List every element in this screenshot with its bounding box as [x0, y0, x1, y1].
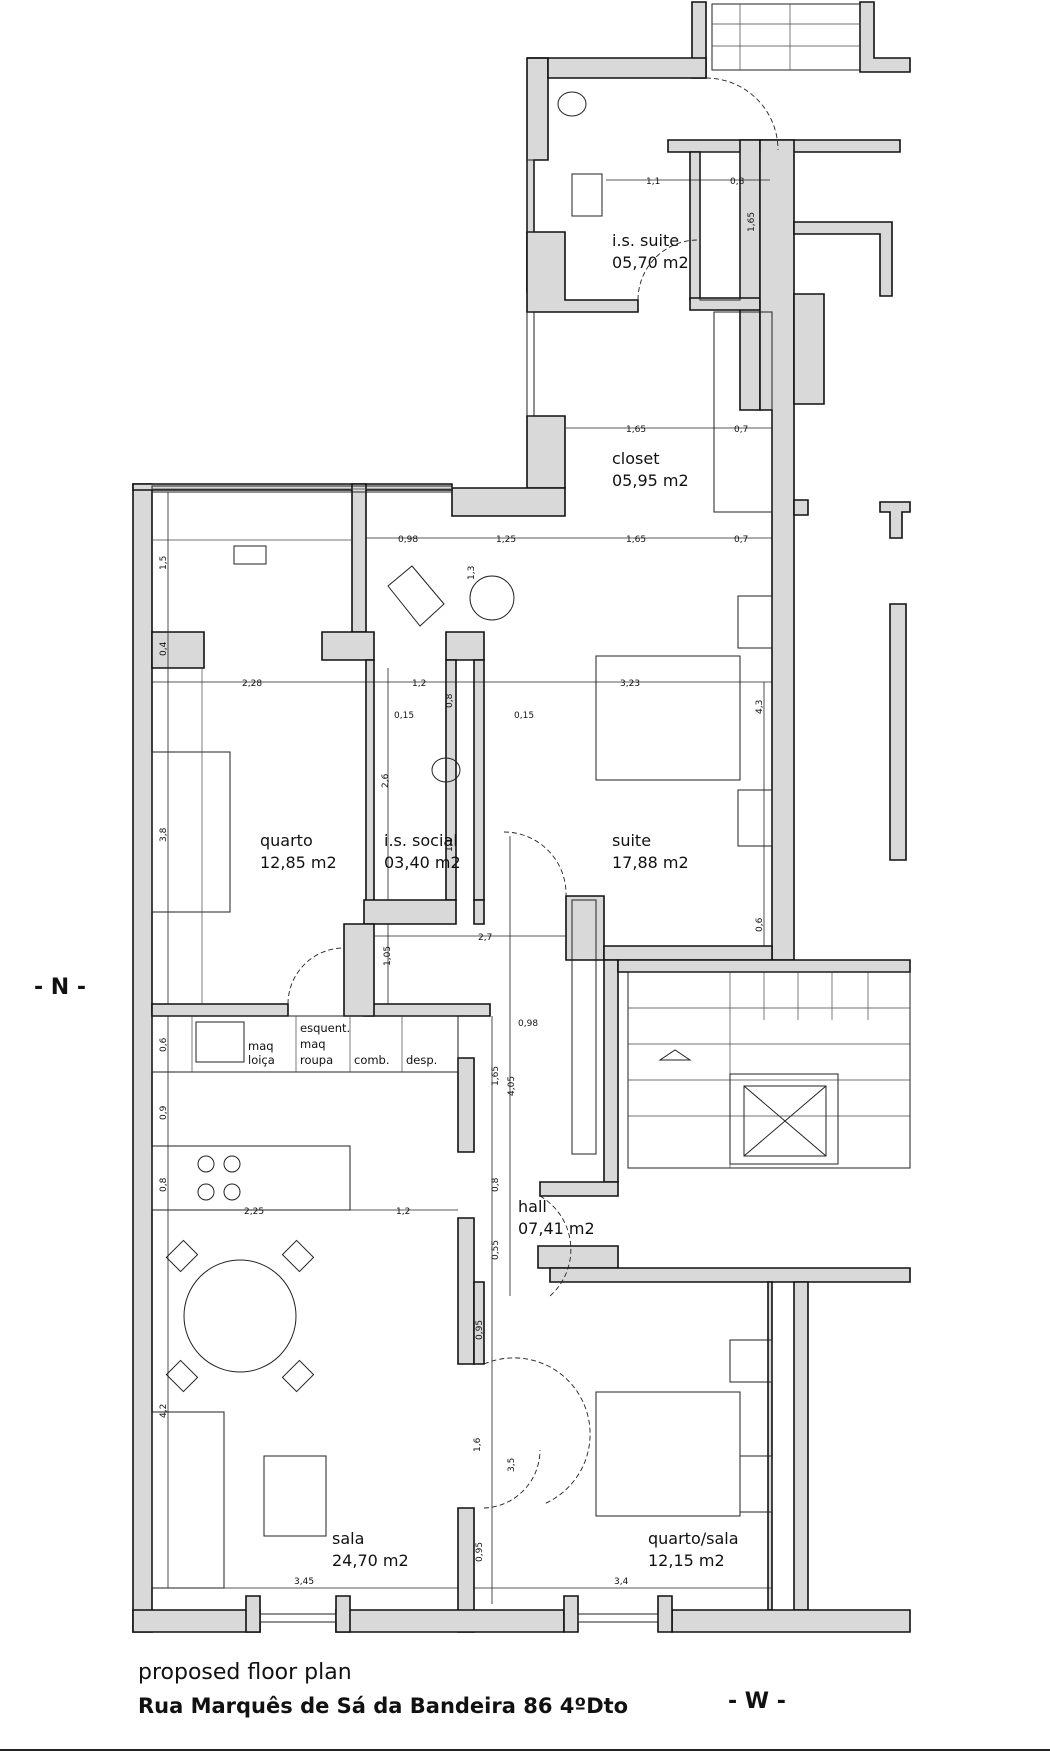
- dim-label: 4,2: [159, 1404, 169, 1418]
- dim-label: 0,6: [755, 917, 765, 932]
- room-name-quarto: quarto: [260, 831, 313, 850]
- dim-label: 0,15: [394, 711, 414, 721]
- room-name-quarto-sala: quarto/sala: [648, 1529, 739, 1548]
- room-area-closet: 05,95 m2: [612, 471, 689, 490]
- dim-label: 3,8: [159, 827, 169, 842]
- fixture-label: comb.: [354, 1053, 390, 1067]
- room-area-quarto-sala: 12,15 m2: [648, 1551, 725, 1570]
- windows: [151, 3, 861, 1623]
- dim-label: 0,98: [518, 1019, 538, 1029]
- dim-label: 0,55: [491, 1240, 501, 1260]
- dim-label: 0,15: [514, 711, 534, 721]
- dim-label: 0,7: [734, 535, 748, 545]
- dim-label: 2,28: [242, 679, 262, 689]
- dim-label: 1,1: [445, 838, 455, 852]
- room-name-is-social: i.s. social: [384, 831, 458, 850]
- dim-label: 0,7: [734, 425, 748, 435]
- dim-label: 1,6: [473, 1437, 483, 1452]
- room-name-closet: closet: [612, 449, 659, 468]
- room-area-hall: 07,41 m2: [518, 1219, 595, 1238]
- fixture-label: loiça: [248, 1053, 275, 1067]
- dim-label: 0,98: [398, 535, 418, 545]
- dim-label: 1,2: [412, 679, 426, 689]
- dim-label: 2,25: [244, 1207, 264, 1217]
- fixture-label: desp.: [406, 1053, 437, 1067]
- dim-label: 3,45: [294, 1577, 314, 1587]
- room-area-is-suite: 05,70 m2: [612, 253, 689, 272]
- dim-label: 1,3: [467, 566, 477, 580]
- room-labels: i.s. suite 05,70 m2 closet 05,95 m2 quar…: [260, 231, 739, 1570]
- door-swings: [287, 77, 779, 1509]
- dim-label: 1,25: [496, 535, 516, 545]
- dim-label: 3,23: [620, 679, 640, 689]
- fixture-label: maq: [300, 1037, 326, 1051]
- room-area-sala: 24,70 m2: [332, 1551, 409, 1570]
- walls: [132, 1, 911, 1633]
- room-name-hall: hall: [518, 1197, 547, 1216]
- north-marker: - N -: [34, 975, 86, 1000]
- plan-title: proposed floor plan: [138, 1660, 352, 1685]
- dimension-labels: 1,1 0,8 1,65 1,65 0,7 0,98 1,25 1,65 0,7…: [159, 177, 765, 1587]
- room-area-suite: 17,88 m2: [612, 853, 689, 872]
- bottom-rule: [0, 1749, 1050, 1751]
- dim-label: 0,8: [491, 1177, 501, 1192]
- fixture-label: maq: [248, 1039, 274, 1053]
- room-area-is-social: 03,40 m2: [384, 853, 461, 872]
- dim-label: 2,7: [478, 933, 492, 943]
- stairwell: [627, 971, 911, 1169]
- dim-label: 3,5: [507, 1458, 517, 1472]
- dim-label: 0,95: [475, 1542, 485, 1562]
- fixture-label: roupa: [300, 1053, 333, 1067]
- kitchen-labels: maq loiça esquent. maq roupa comb. desp.: [248, 1021, 437, 1067]
- fixture-label: esquent.: [300, 1021, 350, 1035]
- dim-label: 0,6: [159, 1037, 169, 1052]
- dim-label: 1,65: [747, 212, 757, 232]
- dim-label: 2,6: [381, 773, 391, 788]
- dim-label: 0,95: [475, 1320, 485, 1340]
- dim-label: 0,8: [730, 177, 745, 187]
- west-marker: - W -: [728, 1689, 786, 1714]
- dim-label: 4,3: [755, 700, 765, 714]
- room-name-sala: sala: [332, 1529, 364, 1548]
- dim-label: 1,1: [646, 177, 660, 187]
- dim-label: 1,05: [383, 946, 393, 966]
- dim-label: 1,65: [626, 535, 646, 545]
- dimension-lines: [152, 152, 772, 1604]
- dim-label: 0,4: [159, 641, 169, 656]
- dim-label: 1,5: [159, 556, 169, 570]
- dim-label: 3,4: [614, 1577, 629, 1587]
- dim-label: 1,65: [626, 425, 646, 435]
- dim-label: 4,05: [507, 1076, 517, 1096]
- room-name-suite: suite: [612, 831, 651, 850]
- dim-label: 1,65: [491, 1066, 501, 1086]
- dim-label: 1,2: [396, 1207, 410, 1217]
- plan-address: Rua Marquês de Sá da Bandeira 86 4ºDto: [138, 1694, 629, 1718]
- room-name-is-suite: i.s. suite: [612, 231, 679, 250]
- dim-label: 0,8: [445, 693, 455, 708]
- room-area-quarto: 12,85 m2: [260, 853, 337, 872]
- dim-label: 0,8: [159, 1177, 169, 1192]
- dim-label: 0,9: [159, 1105, 169, 1120]
